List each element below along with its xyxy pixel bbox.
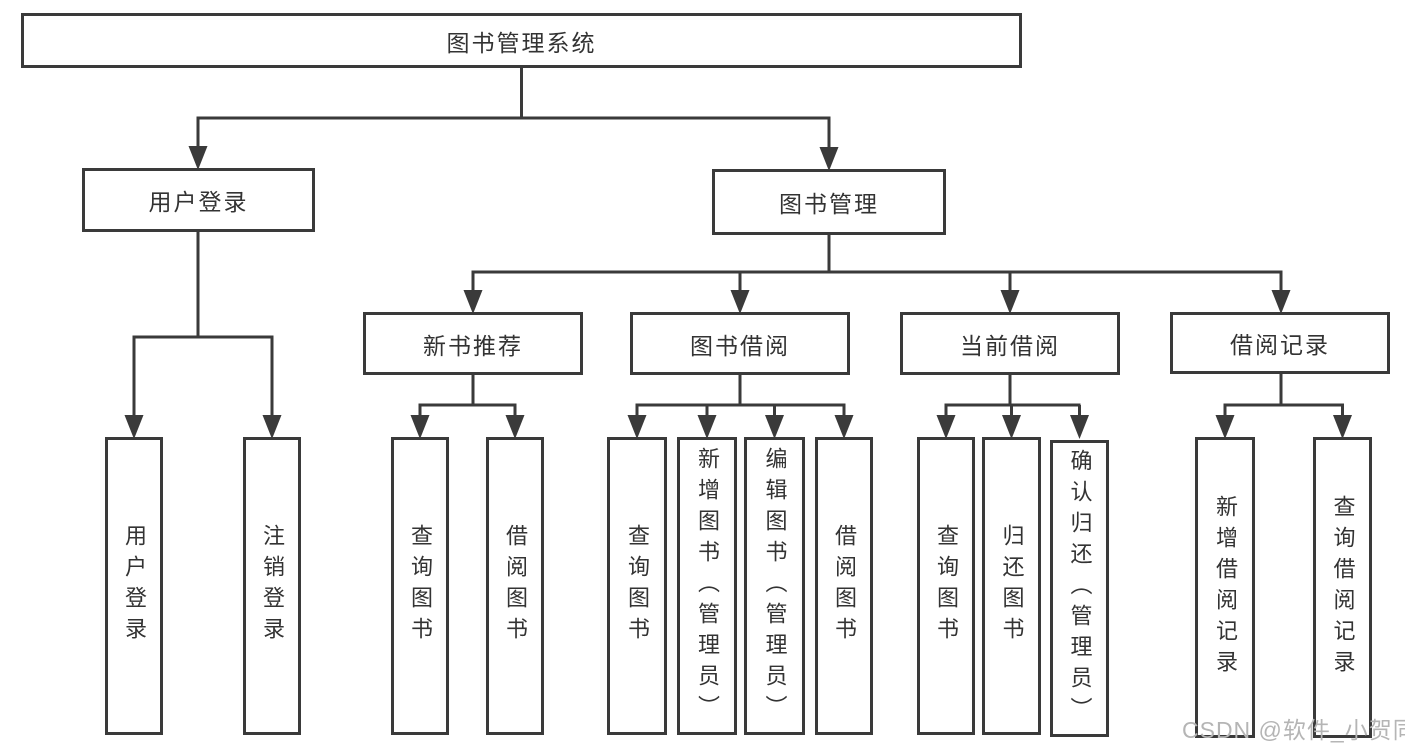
- node-borrowing-edit-books-admin: 编辑图书（管理员）: [744, 437, 805, 735]
- node-borrowing-records: 借阅记录: [1170, 312, 1390, 374]
- node-recommend-query-books: 查询图书: [391, 437, 449, 735]
- arrow-down-icon: [505, 415, 525, 439]
- arrow-down-icon: [834, 415, 854, 439]
- node-label: 图书管理系统: [446, 29, 597, 56]
- node-label: 借阅记录: [1230, 332, 1330, 358]
- node-recommend-borrow-books: 借阅图书: [486, 437, 544, 735]
- node-records-add-record: 新增借阅记录: [1195, 437, 1255, 738]
- arrow-down-icon: [1271, 290, 1291, 314]
- node-label: 查询图书: [408, 524, 433, 648]
- arrow-down-icon: [188, 146, 208, 170]
- arrow-down-icon: [1070, 415, 1089, 439]
- arrow-down-icon: [819, 147, 839, 171]
- connector-paths: [132, 68, 1344, 417]
- node-records-query-record: 查询借阅记录: [1313, 437, 1372, 738]
- arrow-down-icon: [627, 415, 647, 439]
- node-label: 归还图书: [999, 524, 1025, 648]
- node-label: 用户登录: [122, 524, 147, 648]
- node-label: 确认归还（管理员）: [1067, 449, 1093, 728]
- node-new-book-recommend: 新书推荐: [363, 312, 583, 375]
- node-label: 图书借阅: [690, 332, 790, 359]
- node-label: 用户登录: [148, 189, 249, 215]
- node-current-confirm-return-admin: 确认归还（管理员）: [1050, 440, 1109, 737]
- node-label: 新书推荐: [423, 332, 523, 359]
- node-label: 查询图书: [934, 524, 959, 648]
- node-user-login-action: 用户登录: [105, 437, 163, 735]
- wire-book-management: [471, 235, 1283, 292]
- arrow-down-icon: [1333, 415, 1352, 439]
- node-label: 新增图书（管理员）: [695, 446, 720, 726]
- node-label: 借阅图书: [832, 524, 857, 648]
- arrow-down-icon: [124, 415, 144, 439]
- node-label: 查询图书: [625, 524, 650, 648]
- arrow-down-icon: [463, 290, 483, 314]
- arrowheads: [124, 146, 1352, 439]
- wire-user-login: [132, 232, 274, 417]
- node-borrowing-add-books-admin: 新增图书（管理员）: [677, 437, 737, 735]
- arrow-down-icon: [262, 415, 282, 439]
- csdn-watermark: CSDN @软件_小贺同学: [1182, 717, 1405, 743]
- node-current-query-books: 查询图书: [917, 437, 975, 735]
- arrow-down-icon: [697, 415, 717, 439]
- arrow-down-icon: [936, 415, 956, 439]
- node-label: 查询借阅记录: [1330, 494, 1356, 681]
- arrow-down-icon: [1002, 415, 1021, 439]
- node-book-management: 图书管理: [712, 169, 946, 235]
- node-current-borrowing: 当前借阅: [900, 312, 1120, 375]
- node-label: 新增借阅记录: [1213, 494, 1238, 681]
- node-label: 当前借阅: [960, 332, 1060, 359]
- wire-root: [196, 68, 831, 149]
- arrow-down-icon: [765, 415, 784, 439]
- arrow-down-icon: [410, 415, 430, 439]
- node-logout: 注销登录: [243, 437, 301, 735]
- node-borrowing-query-books: 查询图书: [607, 437, 667, 735]
- wire-current-borrowing: [944, 375, 1081, 417]
- arrow-down-icon: [1215, 415, 1235, 439]
- arrow-down-icon: [730, 290, 750, 314]
- wire-book-borrowing: [635, 375, 846, 417]
- node-label: 借阅图书: [503, 524, 528, 648]
- node-book-borrowing: 图书借阅: [630, 312, 850, 375]
- node-user-login: 用户登录: [82, 168, 315, 232]
- node-label: 注销登录: [260, 524, 285, 648]
- node-borrowing-borrow-books: 借阅图书: [815, 437, 873, 735]
- node-label: 编辑图书（管理员）: [762, 446, 788, 726]
- node-book-management-system: 图书管理系统: [21, 13, 1022, 68]
- node-current-return-books: 归还图书: [982, 437, 1041, 735]
- wire-new-book-recommend: [418, 375, 517, 417]
- node-label: 图书管理: [779, 191, 879, 217]
- arrow-down-icon: [1000, 290, 1020, 314]
- wire-borrowing-records: [1223, 374, 1344, 417]
